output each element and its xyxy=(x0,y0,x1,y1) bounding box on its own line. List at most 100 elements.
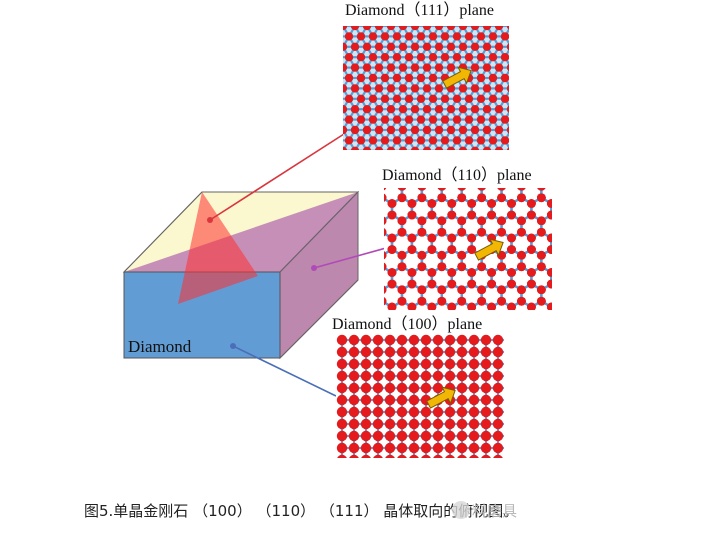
atom xyxy=(396,394,408,406)
bond xyxy=(571,267,581,273)
atom xyxy=(467,210,477,220)
bond xyxy=(517,78,523,88)
atom xyxy=(348,382,360,394)
atom xyxy=(358,285,367,294)
atom xyxy=(397,262,407,272)
atom xyxy=(557,320,566,329)
atom xyxy=(567,176,576,185)
bond xyxy=(325,151,331,161)
atom xyxy=(398,125,408,135)
atom xyxy=(492,430,504,442)
atom xyxy=(344,53,354,62)
bond xyxy=(372,215,382,221)
atom xyxy=(368,165,377,174)
atom xyxy=(333,32,341,40)
atom xyxy=(494,63,504,72)
bond xyxy=(372,181,382,187)
atom xyxy=(493,454,503,458)
atom xyxy=(464,32,474,41)
atom xyxy=(492,346,504,358)
bond xyxy=(487,151,493,161)
atom xyxy=(536,285,546,295)
atom xyxy=(557,251,566,260)
bond xyxy=(550,201,552,205)
atom xyxy=(428,115,438,124)
atom xyxy=(396,334,408,346)
atom xyxy=(444,406,456,418)
atom xyxy=(476,115,486,124)
atom xyxy=(577,262,586,271)
atom xyxy=(567,211,576,220)
atom xyxy=(546,199,552,208)
bond xyxy=(571,215,581,221)
atom xyxy=(360,406,372,418)
bond xyxy=(561,250,571,256)
atom xyxy=(368,211,377,220)
arrow-100 xyxy=(426,386,456,409)
atom xyxy=(557,216,566,225)
atom xyxy=(468,406,480,418)
atom xyxy=(464,115,474,124)
bond xyxy=(361,151,367,161)
atom xyxy=(350,42,360,51)
atom xyxy=(368,280,377,289)
atom xyxy=(480,442,492,454)
bond xyxy=(541,319,551,325)
atom xyxy=(513,32,521,40)
atom xyxy=(537,331,546,340)
bond xyxy=(379,151,385,161)
atom xyxy=(468,334,480,346)
atom xyxy=(577,320,586,329)
atom xyxy=(458,26,468,31)
atom xyxy=(380,94,390,104)
atom xyxy=(527,210,536,220)
bond xyxy=(511,57,517,67)
atom xyxy=(513,136,521,144)
atom xyxy=(497,285,506,295)
atom xyxy=(362,63,372,72)
atom xyxy=(587,245,596,254)
bond xyxy=(325,68,331,78)
bond xyxy=(571,301,581,307)
atom xyxy=(368,176,377,185)
atom xyxy=(527,245,536,254)
atom xyxy=(456,442,468,454)
atom xyxy=(587,314,596,323)
bond xyxy=(512,319,522,325)
atom xyxy=(336,346,348,358)
atom xyxy=(497,296,506,306)
atom xyxy=(417,250,427,260)
bond xyxy=(571,319,581,325)
bond xyxy=(511,120,517,130)
atom xyxy=(482,125,492,135)
bond xyxy=(372,232,382,238)
atom xyxy=(482,26,492,31)
atom xyxy=(536,193,546,203)
atom xyxy=(434,26,444,31)
atom xyxy=(557,182,566,191)
atom xyxy=(384,394,396,406)
bond xyxy=(475,151,481,161)
bond xyxy=(415,151,421,161)
bond xyxy=(581,163,591,169)
atom xyxy=(501,11,509,19)
panel-110-title: Diamond（110）plane xyxy=(382,166,532,184)
atom xyxy=(480,346,492,358)
atom xyxy=(398,42,408,51)
atom xyxy=(492,394,504,406)
atom xyxy=(567,199,576,208)
atom xyxy=(458,146,468,150)
atom xyxy=(480,334,492,346)
bond xyxy=(561,336,571,342)
atom xyxy=(372,358,384,370)
bond xyxy=(531,181,541,187)
bond xyxy=(571,336,581,342)
atom xyxy=(469,454,479,458)
atom xyxy=(470,63,480,72)
bond xyxy=(581,232,591,238)
atom xyxy=(409,454,419,458)
atom xyxy=(374,146,384,150)
atom xyxy=(458,105,468,114)
bond xyxy=(511,26,517,36)
atom xyxy=(327,84,335,92)
